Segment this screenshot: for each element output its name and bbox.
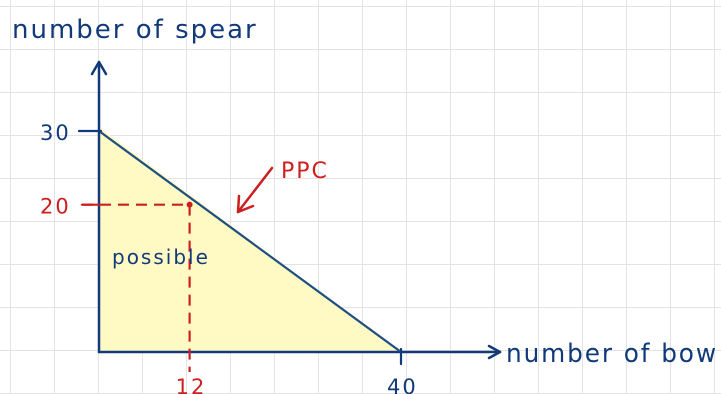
ppc-pointer-arrowhead <box>236 194 255 214</box>
x-axis-label: number of bow <box>506 339 718 369</box>
x-axis-arrowhead <box>487 344 502 360</box>
y-axis-arrowhead <box>90 60 108 76</box>
ppc-pointer-arrow <box>236 166 274 214</box>
y-tick-label-30: 30 <box>40 121 71 145</box>
ppc-line <box>97 129 403 354</box>
x-tick-label-40: 40 <box>387 375 418 394</box>
possible-region-label: possible <box>112 245 210 269</box>
ppc-label: PPC <box>281 159 329 184</box>
y-axis-label: number of spear <box>12 15 258 45</box>
x-tick-label-12: 12 <box>176 375 207 394</box>
y-tick-label-20: 20 <box>40 195 71 219</box>
highlight-point <box>186 201 193 208</box>
